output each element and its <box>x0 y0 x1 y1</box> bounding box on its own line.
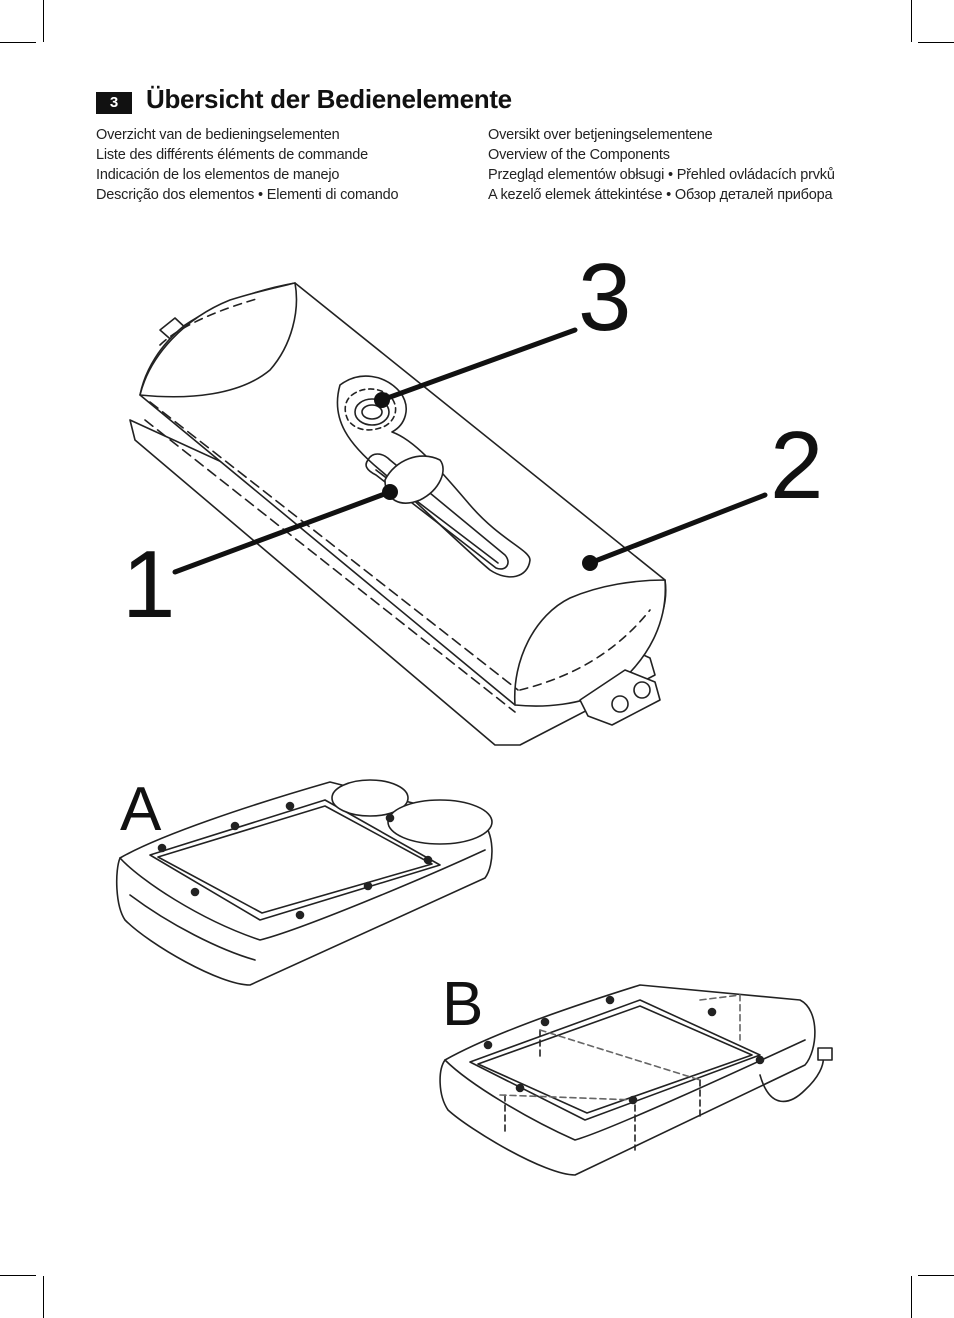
panel-label: A <box>120 775 162 844</box>
panel-label: B <box>442 970 483 1039</box>
callout-number: 2 <box>770 412 823 519</box>
crop-mark <box>0 42 36 43</box>
subtitle-line: A kezelő elemek áttekintése • Обзор дета… <box>488 187 833 203</box>
crop-mark <box>43 1276 44 1318</box>
crop-mark <box>911 0 912 42</box>
callout-dot <box>382 484 398 500</box>
crop-mark <box>43 0 44 42</box>
cushion-drawing-a <box>115 779 493 986</box>
cushion-drawing-b <box>439 984 833 1176</box>
callout-leaders <box>172 327 768 575</box>
crop-mark <box>918 1275 954 1276</box>
callout-number: 1 <box>122 531 175 638</box>
subtitle-column-right: Oversikt over betjeningselementene Overv… <box>488 125 835 205</box>
page-number-badge: 3 <box>96 92 132 114</box>
callout-number: 3 <box>578 244 631 351</box>
subtitle-line: Descrição dos elementos • Elementi di co… <box>96 187 399 203</box>
subtitle-line: Przegląd elementów obłsugi • Přehled ovl… <box>488 167 835 183</box>
subtitle-line: Liste des différents éléments de command… <box>96 147 369 163</box>
subtitle-line: Overview of the Components <box>488 147 670 163</box>
callout-dot <box>582 555 598 571</box>
callout-dot <box>374 392 390 408</box>
crop-mark <box>0 1275 36 1276</box>
subtitle-line: Indicación de los elementos de manejo <box>96 167 340 183</box>
crop-mark <box>911 1276 912 1318</box>
subtitle-line: Oversikt over betjeningselementene <box>488 127 713 143</box>
subtitle-line: Overzicht van de bedieningselementen <box>96 127 340 143</box>
hand-controller-drawing <box>129 282 667 746</box>
crop-mark <box>918 42 954 43</box>
page-title: Übersicht der Bedienelemente <box>146 84 512 114</box>
page-header: 3 Übersicht der Bedienelemente <box>96 84 896 124</box>
subtitle-column-left: Overzicht van de bedieningselementen Lis… <box>96 125 399 205</box>
